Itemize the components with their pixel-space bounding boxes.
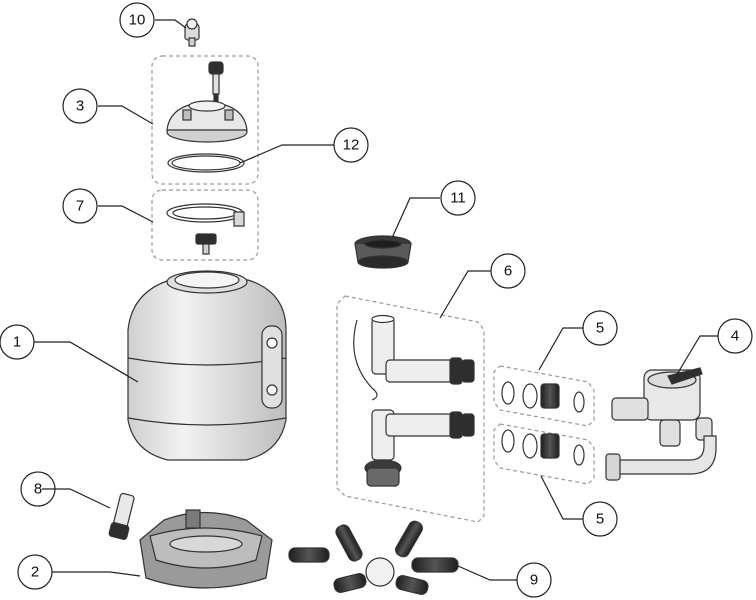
callout-8: 8 xyxy=(20,471,56,507)
svg-text:11: 11 xyxy=(450,190,466,207)
callout-11: 11 xyxy=(440,180,476,216)
callout-5-lower: 5 xyxy=(582,501,618,537)
lateral-hub xyxy=(288,520,459,595)
svg-text:7: 7 xyxy=(76,198,84,215)
pressure-gauge xyxy=(184,18,200,47)
svg-text:8: 8 xyxy=(34,481,42,498)
svg-text:5: 5 xyxy=(596,511,604,528)
lid-o-ring xyxy=(167,153,245,173)
svg-text:6: 6 xyxy=(504,263,512,280)
group-box-unions-upper xyxy=(493,365,595,427)
filter-tank xyxy=(127,270,287,461)
union-set-upper xyxy=(501,381,585,413)
group-box-standpipe xyxy=(336,295,485,523)
svg-text:2: 2 xyxy=(31,564,39,581)
union-set-lower xyxy=(501,429,585,466)
group-box-lid xyxy=(151,55,259,185)
svg-text:12: 12 xyxy=(343,137,360,154)
pipe-cartridge xyxy=(108,492,135,540)
diffuser-basket xyxy=(354,235,412,269)
svg-text:9: 9 xyxy=(530,572,538,589)
svg-text:1: 1 xyxy=(13,334,21,351)
svg-text:5: 5 xyxy=(596,320,604,337)
callout-10: 10 xyxy=(119,2,155,38)
svg-text:3: 3 xyxy=(76,98,84,115)
tank-lid xyxy=(166,61,248,143)
svg-text:10: 10 xyxy=(129,12,146,29)
group-box-unions-lower xyxy=(493,423,595,485)
callout-6: 6 xyxy=(490,253,526,289)
callout-5-upper: 5 xyxy=(582,310,618,346)
callout-4: 4 xyxy=(717,318,753,354)
group-box-clamp xyxy=(151,189,259,261)
callout-12: 12 xyxy=(333,127,369,163)
clamp-ring xyxy=(166,203,245,255)
callout-3: 3 xyxy=(62,88,98,124)
leader-lines xyxy=(34,19,718,581)
tank-base xyxy=(139,509,273,589)
callout-9: 9 xyxy=(516,562,552,598)
multiport-valve xyxy=(605,367,717,481)
callout-7: 7 xyxy=(62,188,98,224)
callout-2: 2 xyxy=(17,554,53,590)
svg-text:4: 4 xyxy=(731,328,739,345)
callout-1: 1 xyxy=(0,324,35,360)
dashed-group-boxes xyxy=(151,55,595,523)
standpipe-assembly xyxy=(353,314,475,487)
